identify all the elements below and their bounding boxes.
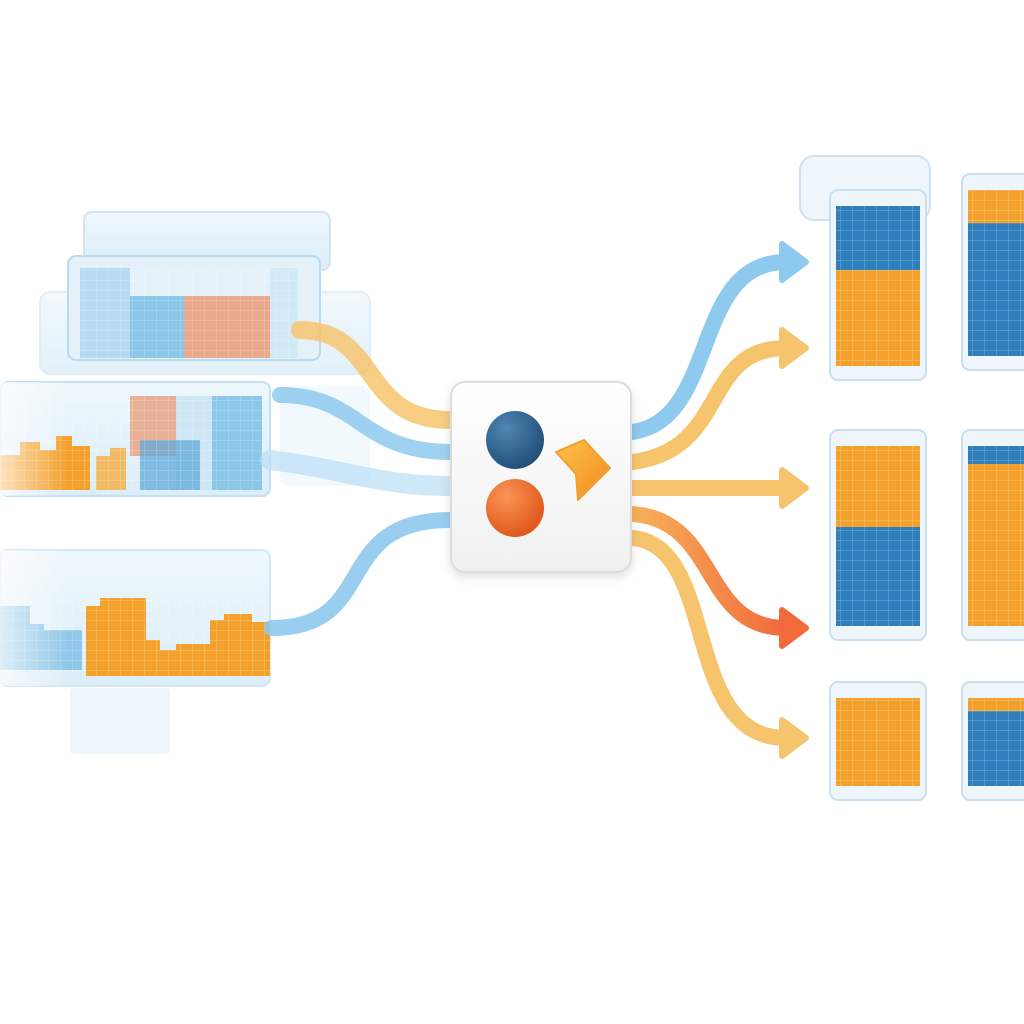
bin-grid — [968, 446, 1024, 464]
output-bin-6 — [961, 681, 1024, 801]
arrowhead-icon — [779, 327, 809, 369]
output-flows — [624, 254, 794, 746]
input-flows — [260, 321, 460, 636]
input-flow-4 — [264, 512, 458, 636]
output-flow-4 — [624, 506, 794, 636]
arrowhead-icon — [779, 467, 809, 509]
input-flow-1 — [291, 321, 459, 429]
output-bins — [829, 173, 1024, 801]
bin-grid — [836, 446, 920, 527]
bin-grid — [968, 698, 1024, 712]
orange-arrow-icon — [555, 439, 611, 501]
orange-circle-icon — [486, 479, 544, 537]
bin-grid — [836, 270, 920, 366]
output-bin-5 — [829, 681, 927, 801]
bin-grid — [968, 223, 1024, 356]
bin-grid — [836, 206, 920, 270]
processing-hub — [450, 381, 632, 573]
source-panel-top — [39, 211, 371, 375]
arrowhead-icon — [779, 241, 809, 283]
output-flow-2 — [624, 340, 794, 470]
output-bin-4 — [961, 429, 1024, 641]
output-arrowheads — [779, 241, 809, 759]
bin-grid — [968, 190, 1024, 224]
arrowhead-icon — [779, 607, 809, 649]
bin-grid — [968, 464, 1024, 626]
output-bin-1 — [829, 189, 927, 381]
arrowhead-icon — [779, 717, 809, 759]
output-bin-2 — [961, 173, 1024, 371]
source-top-bars — [80, 268, 298, 358]
bin-grid — [968, 711, 1024, 786]
output-flow-1 — [624, 254, 794, 440]
blue-circle-icon — [486, 411, 544, 469]
input-flow-2 — [272, 387, 458, 460]
output-flow-5 — [624, 530, 794, 746]
output-bin-3 — [829, 429, 927, 641]
source-panel-bottom — [0, 549, 271, 754]
input-flow-3 — [260, 450, 460, 496]
bin-grid — [836, 698, 920, 786]
bin-grid — [836, 527, 920, 626]
